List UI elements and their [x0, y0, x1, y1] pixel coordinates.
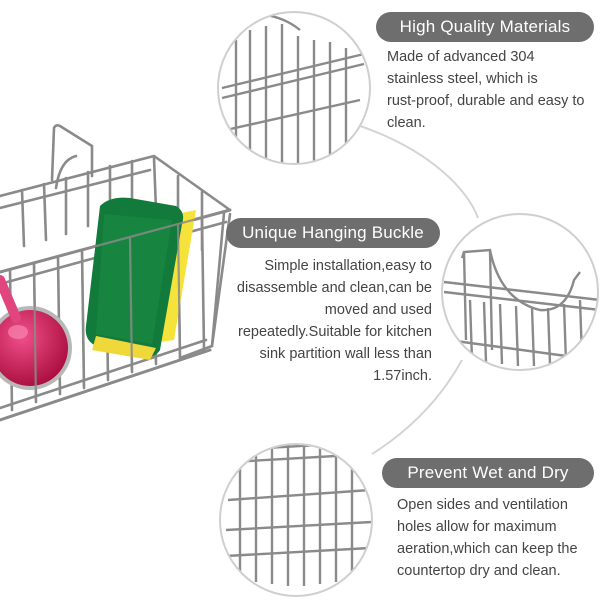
desc-line: sink partition wall less than [259, 346, 432, 362]
feature-desc-hanging-buckle: Simple installation,easy to disassemble … [237, 255, 432, 387]
desc-line: 1.57inch. [373, 368, 432, 384]
feature-title-materials: High Quality Materials [376, 12, 594, 42]
zoom-circle-material [217, 11, 371, 165]
desc-line: disassemble and clean,can be [236, 280, 432, 296]
zoom-circle-ventilation [219, 443, 373, 597]
desc-line: Simple installation,easy to [264, 258, 432, 274]
desc-line: stainless steel, which is [387, 71, 538, 87]
scrub-brush [0, 275, 72, 390]
feature-title-hanging-buckle: Unique Hanging Buckle [226, 218, 440, 248]
desc-line: countertop dry and clean. [397, 563, 561, 579]
desc-line: clean. [387, 115, 426, 131]
desc-line: holes allow for maximum [397, 519, 557, 535]
connector-arc-lower [371, 359, 463, 455]
desc-line: Made of advanced 304 [387, 49, 535, 65]
feature-title-wet-dry: Prevent Wet and Dry [382, 458, 594, 488]
feature-desc-wet-dry: Open sides and ventilation holes allow f… [397, 494, 578, 582]
feature-desc-materials: Made of advanced 304 stainless steel, wh… [387, 46, 584, 134]
desc-line: repeatedly.Suitable for kitchen [238, 324, 432, 340]
desc-line: rust-proof, durable and easy to [387, 93, 585, 109]
desc-line: moved and used [324, 302, 432, 318]
sponge [85, 197, 196, 360]
zoom-circle-hook [441, 213, 599, 371]
connector-arc [359, 125, 479, 219]
desc-line: Open sides and ventilation [397, 497, 568, 513]
desc-line: aeration,which can keep the [397, 541, 578, 557]
